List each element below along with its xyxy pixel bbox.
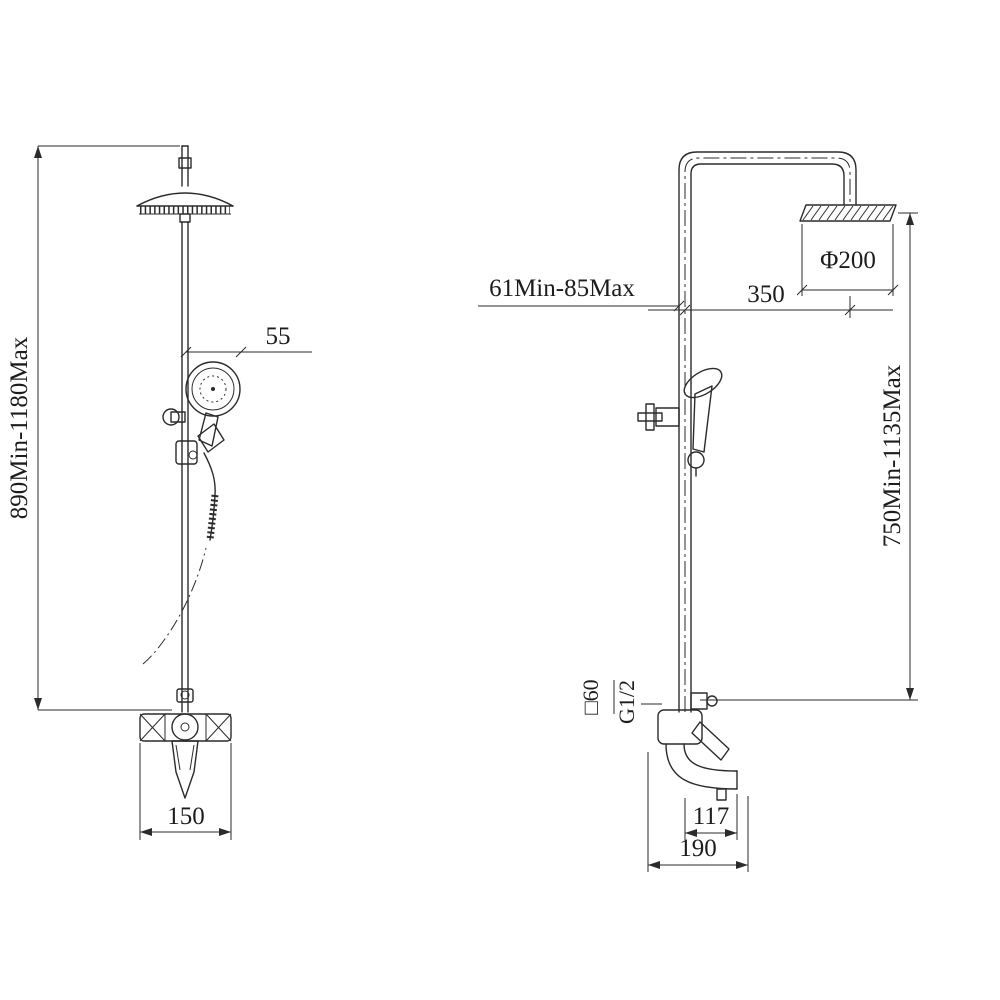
mixer-body-front bbox=[139, 713, 232, 742]
dim-label-thread: G1/2 bbox=[614, 680, 639, 724]
front-view: 890Min-1180Max 55 150 bbox=[6, 145, 312, 840]
hand-shower-bracket-side bbox=[637, 403, 680, 431]
dim-label-riser-height: 750Min-1135Max bbox=[879, 364, 906, 547]
hose-swivel-centerline bbox=[142, 547, 207, 665]
riser-top-stem bbox=[178, 145, 192, 187]
dim-overall-depth: 190 bbox=[647, 752, 749, 872]
dim-label-spout-reach: 117 bbox=[693, 803, 730, 830]
rain-shower-head-front bbox=[136, 192, 234, 223]
dim-spout-reach: 117 bbox=[684, 794, 738, 840]
dim-label-wall-distance-range: 61Min-85Max bbox=[489, 275, 635, 302]
dim-label-hand-shower-offset: 55 bbox=[266, 323, 291, 350]
riser-pipe-side bbox=[678, 151, 857, 713]
dim-riser-height: 750Min-1135Max bbox=[700, 212, 918, 701]
hand-shower-front bbox=[185, 361, 241, 453]
dim-label-escutcheon: □60 bbox=[578, 679, 603, 714]
dim-wall-distance-range: 61Min-85Max bbox=[478, 275, 685, 312]
dim-head-diameter: Φ200 bbox=[796, 224, 899, 296]
hose-ribbing bbox=[206, 494, 219, 541]
dim-hand-shower-offset: 55 bbox=[180, 323, 312, 358]
lower-pipe-fitting bbox=[176, 688, 194, 703]
riser-pipe-front bbox=[181, 221, 189, 713]
dim-label-head-offset: 350 bbox=[747, 281, 785, 308]
shower-hose bbox=[203, 452, 219, 541]
mixer-lever bbox=[691, 721, 730, 761]
hand-shower-side bbox=[683, 367, 723, 477]
mixer-side bbox=[657, 692, 730, 761]
dim-label-mixer-width: 150 bbox=[167, 803, 205, 830]
spout-side bbox=[665, 743, 738, 801]
hand-shower-holder bbox=[162, 408, 198, 465]
diverter-knob bbox=[171, 740, 199, 799]
side-view: Φ200 350 61Min-85Max bbox=[478, 151, 918, 872]
dim-label-overall-height: 890Min-1180Max bbox=[6, 336, 33, 519]
dim-label-head-diameter: Φ200 bbox=[820, 247, 876, 274]
dim-overall-height: 890Min-1180Max bbox=[6, 145, 180, 711]
dim-thread: G1/2 bbox=[614, 680, 662, 724]
dim-head-offset: 350 bbox=[648, 281, 893, 318]
dim-escutcheon: □60 bbox=[578, 679, 615, 715]
head-hatch bbox=[802, 205, 894, 221]
pipe-centerline bbox=[684, 157, 851, 712]
dim-mixer-width: 150 bbox=[139, 743, 232, 840]
dim-label-overall-depth: 190 bbox=[679, 835, 717, 862]
rain-shower-head-side bbox=[799, 204, 897, 222]
